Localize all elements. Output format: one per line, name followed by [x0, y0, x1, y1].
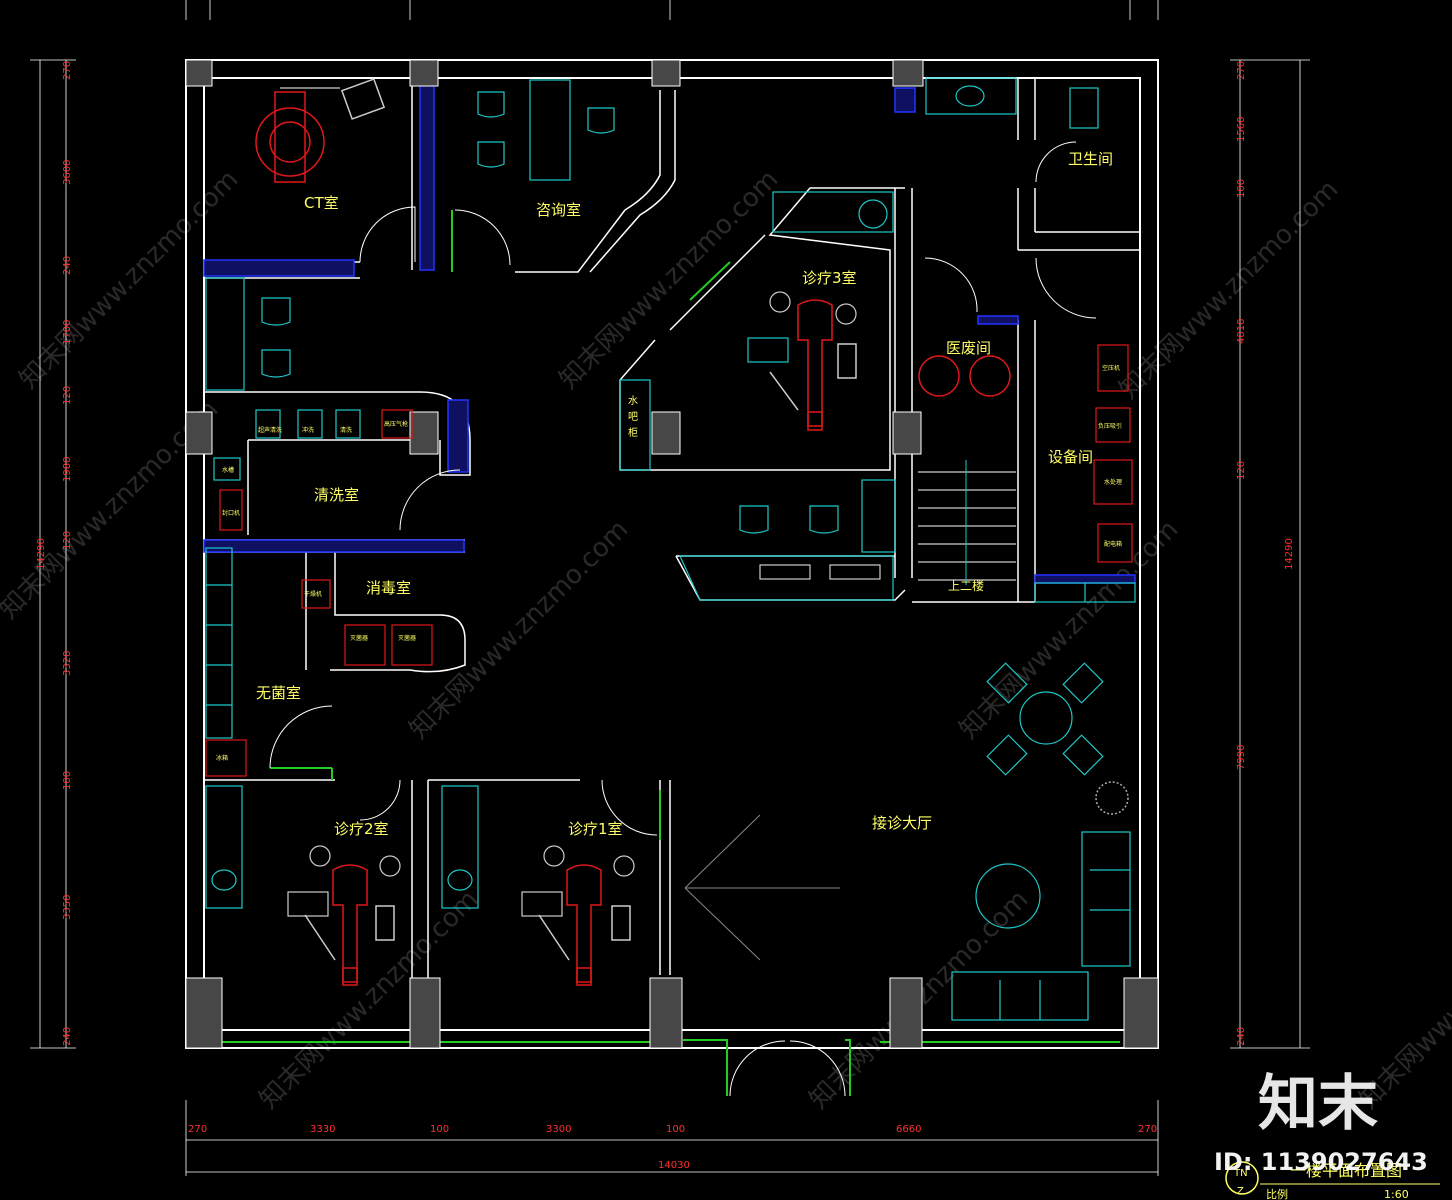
dimension-lines	[30, 0, 1310, 1176]
equip-label: 水槽	[222, 466, 234, 474]
equip-label: 超声清洗	[258, 426, 282, 434]
drawing-title: 一楼平面布置图	[1290, 1161, 1402, 1180]
room-ct-label: CT室	[304, 194, 339, 212]
room-treat2-label: 诊疗2室	[334, 820, 389, 838]
scale-value: 1:60	[1384, 1188, 1409, 1200]
dim-left: 240	[62, 256, 73, 275]
water-cabinet-label: 水	[628, 395, 638, 407]
ct-scanner	[255, 78, 386, 183]
dim-right: 240	[1236, 1027, 1247, 1046]
waste-bin-icon	[969, 355, 1011, 397]
equip-label: 冲洗	[302, 426, 314, 434]
columns	[185, 59, 1159, 1049]
image-id: ID: 1139027643	[1214, 1148, 1428, 1176]
partition-walls	[203, 79, 1136, 584]
dim-right: 120	[1236, 461, 1247, 480]
room-disinfect-label: 消毒室	[366, 579, 411, 597]
dim-bottom: 6660	[896, 1124, 921, 1135]
equip-label: 空压机	[1102, 364, 1120, 372]
dim-right: 1560	[1236, 117, 1247, 142]
dental-chair-1	[538, 864, 631, 986]
dimension-text: 270 3600 240 1700 120 1980 120 3320 100 …	[36, 61, 1295, 1171]
dim-bottom: 100	[666, 1124, 685, 1135]
badge-bottom: Z	[1237, 1186, 1244, 1197]
room-equipment-label: 设备间	[1048, 448, 1093, 466]
dim-right-total: 14290	[1284, 538, 1295, 570]
medical-equipment	[255, 78, 1129, 986]
dim-left: 1700	[62, 320, 73, 345]
badge-top: TN	[1233, 1168, 1248, 1179]
equip-label: 负压吸引	[1098, 422, 1122, 430]
equip-label: 灭菌器	[398, 634, 416, 642]
dim-bottom: 3330	[310, 1124, 335, 1135]
water-cabinet-label: 吧	[628, 412, 638, 423]
dim-right: 4010	[1236, 319, 1247, 344]
equip-label: 灭菌器	[350, 634, 368, 642]
dim-left: 120	[62, 531, 73, 550]
dental-chair-3	[769, 299, 857, 431]
dim-left: 100	[62, 771, 73, 790]
stairs-label: 上二楼	[948, 578, 984, 593]
dim-right: 100	[1236, 179, 1247, 198]
equip-label: 清洗	[340, 426, 352, 434]
scale-label: 比例	[1266, 1187, 1288, 1200]
room-washroom-label: 清洗室	[314, 486, 359, 504]
equip-label: 水处理	[1104, 478, 1122, 486]
brand-logo: 知末	[1258, 1069, 1378, 1139]
room-treat1-label: 诊疗1室	[568, 820, 623, 838]
dim-bottom: 3300	[546, 1124, 571, 1135]
equipment-labels: 超声清洗 冲洗 清洗 高压气枪 水槽 封口机 干燥机 灭菌器 灭菌器 冰箱 空压…	[216, 364, 1122, 762]
dim-bottom: 270	[188, 1124, 207, 1135]
dim-bottom: 100	[430, 1124, 449, 1135]
dim-right: 7990	[1236, 745, 1247, 770]
room-consult-label: 咨询室	[536, 201, 581, 219]
dim-bottom: 270	[1138, 1124, 1157, 1135]
waste-bin-icon	[918, 355, 960, 397]
dim-right: 270	[1236, 61, 1247, 80]
room-sterile-label: 无菌室	[256, 684, 301, 702]
brand-watermark: 知末 ID: 1139027643	[1214, 1069, 1428, 1176]
dim-left: 3350	[62, 895, 73, 920]
equip-label: 干燥机	[304, 590, 322, 598]
dim-bottom-total: 14030	[658, 1160, 690, 1171]
equip-label: 冰箱	[216, 754, 228, 762]
doors	[269, 141, 1097, 1097]
dim-left: 3600	[62, 160, 73, 185]
dental-chair-2	[304, 864, 395, 986]
dim-left-total: 14290	[36, 538, 47, 570]
title-block: TN Z 一楼平面布置图 比例 1:60	[1225, 1161, 1440, 1200]
drawing-number-badge	[1225, 1161, 1259, 1195]
staircase	[918, 460, 1016, 585]
room-treat3-label: 诊疗3室	[802, 269, 857, 287]
room-lobby-label: 接诊大厅	[872, 814, 932, 832]
dim-left: 1980	[62, 457, 73, 482]
equip-label: 配电箱	[1104, 540, 1122, 548]
room-medwaste-label: 医废间	[946, 339, 991, 357]
dim-left: 120	[62, 386, 73, 405]
room-labels: CT室 咨询室 诊疗3室 医废间 卫生间 设备间 清洗室 消毒室 无菌室 诊疗2…	[256, 150, 1113, 838]
equip-label: 封口机	[222, 509, 240, 517]
dim-left: 240	[62, 1027, 73, 1046]
dim-left: 3320	[62, 651, 73, 676]
furniture	[205, 77, 1136, 1021]
dim-left: 270	[62, 61, 73, 80]
equip-label: 高压气枪	[384, 420, 408, 428]
water-cabinet-label: 柜	[628, 426, 638, 439]
room-toilet-label: 卫生间	[1068, 150, 1113, 168]
